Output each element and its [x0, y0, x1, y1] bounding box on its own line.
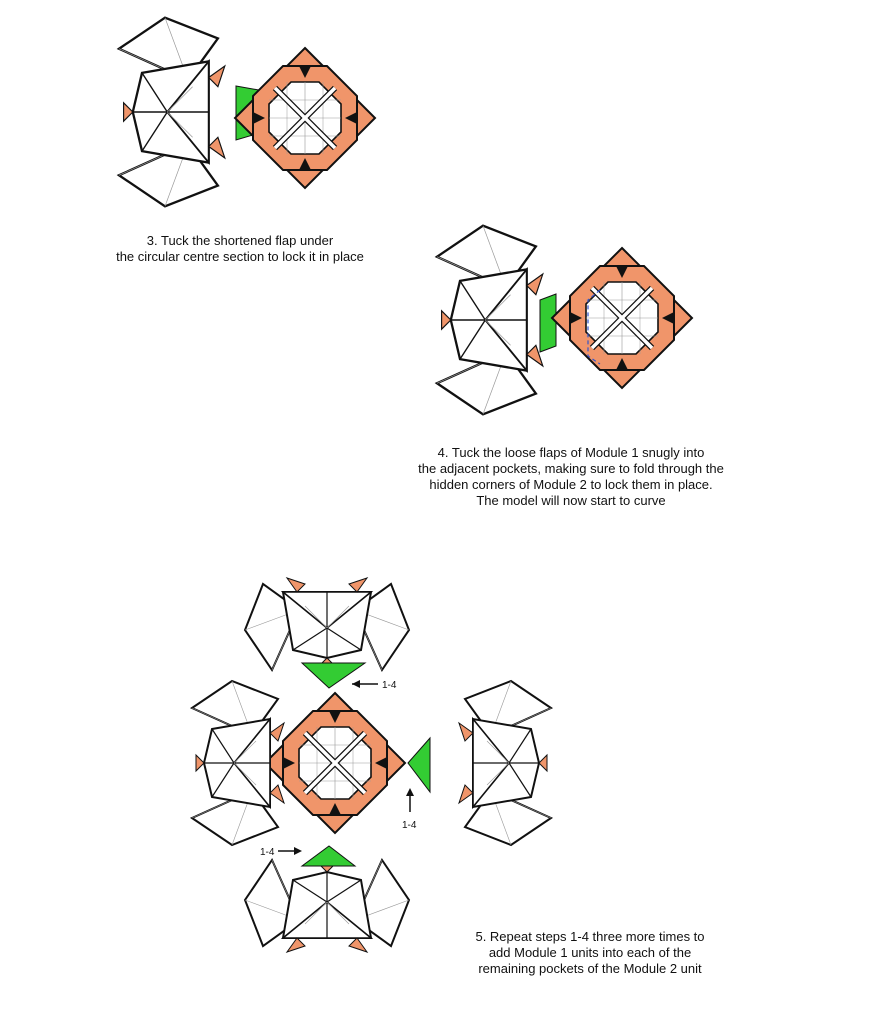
step4-caption-line: the adjacent pockets, making sure to fol… — [418, 461, 724, 476]
step3-caption: 3. Tuck the shortened flap under the cir… — [100, 233, 380, 265]
step4-diagram — [435, 224, 692, 416]
step3-caption-line: 3. Tuck the shortened flap under — [146, 233, 334, 248]
arrow-bottom: 1-4 — [260, 847, 302, 858]
step5-caption-line: remaining pockets of the Module 2 unit — [478, 961, 702, 976]
step4-caption-line: The model will now start to curve — [476, 493, 666, 508]
arrow-bottom-label: 1-4 — [260, 847, 275, 858]
step4-caption-line: hidden corners of Module 2 to lock them … — [429, 477, 713, 492]
step4-caption-line: 4. Tuck the loose flaps of Module 1 snug… — [437, 445, 705, 460]
step5-caption: 5. Repeat steps 1-4 three more times to … — [460, 929, 720, 977]
arrow-right-label: 1-4 — [402, 820, 417, 831]
step3-diagram — [117, 16, 375, 208]
step4-caption: 4. Tuck the loose flaps of Module 1 snug… — [386, 445, 756, 509]
step5-diagram — [191, 577, 552, 953]
step5-caption-line: 5. Repeat steps 1-4 three more times to — [475, 929, 705, 944]
arrow-top-label: 1-4 — [382, 680, 397, 691]
arrow-right: 1-4 — [402, 788, 417, 831]
step5-caption-line: add Module 1 units into each of the — [488, 945, 692, 960]
step3-caption-line: the circular centre section to lock it i… — [116, 249, 364, 264]
arrow-top: 1-4 — [352, 680, 397, 691]
